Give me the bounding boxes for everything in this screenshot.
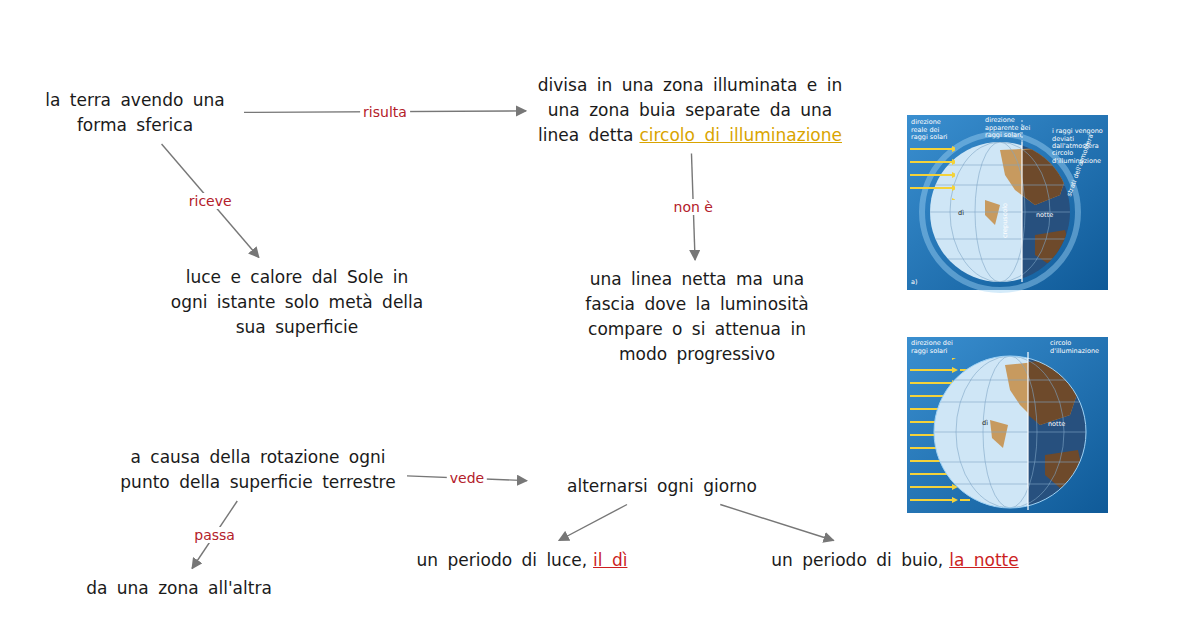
highlight-term: circolo di illuminazione xyxy=(639,125,842,145)
concept-node: da una zona all'altra xyxy=(59,574,299,603)
highlight-term: la notte xyxy=(949,550,1019,570)
concept-node: un periodo di luce,il dì xyxy=(372,546,672,575)
concept-node: divisa in una zona illuminata e in una z… xyxy=(531,71,849,150)
node-text: alternarsi ogni giorno xyxy=(567,476,757,496)
edge-label: risulta xyxy=(360,104,410,120)
edge-label: riceve xyxy=(186,193,235,209)
connector-arrow xyxy=(162,144,259,258)
figure-label: circolo d'illuminazione xyxy=(1050,340,1104,355)
node-text: un periodo di luce, xyxy=(417,550,588,570)
concept-node: una linea netta ma una fascia dove la lu… xyxy=(567,265,827,369)
edge-label: passa xyxy=(191,527,238,543)
figure-label: notte xyxy=(1048,421,1074,429)
figure-label: direzione dei raggi solari xyxy=(911,340,963,355)
globe-day-night-b xyxy=(907,337,1108,513)
concept-node: un periodo di buio, la notte xyxy=(735,546,1055,575)
connector-arrow xyxy=(720,505,833,541)
figure-label: dì xyxy=(982,420,996,428)
node-text: la terra avendo una forma sferica xyxy=(45,90,224,135)
figure-label: direzione apparente dei raggi solari xyxy=(985,117,1033,140)
connector-arrow xyxy=(559,505,627,541)
figure-label: crepuscolo xyxy=(1002,202,1010,238)
node-text: un periodo di buio, xyxy=(771,550,943,570)
concept-node: la terra avendo una forma sferica xyxy=(30,86,240,140)
connector-arrow xyxy=(192,501,237,569)
figure-label: a) xyxy=(911,279,923,287)
node-text: a causa della rotazione ogni punto della… xyxy=(120,447,395,492)
node-text: da una zona all'altra xyxy=(86,578,272,598)
edge-label: non è xyxy=(671,199,716,215)
node-text: luce e calore dal Sole in ogni istante s… xyxy=(171,267,423,337)
globe-day-night-a xyxy=(907,115,1108,290)
figure-label: dì xyxy=(958,210,972,218)
node-text: una linea netta ma una fascia dove la lu… xyxy=(585,269,808,364)
figure-label: direzione reale dei raggi solari xyxy=(911,119,957,142)
highlight-term: il dì xyxy=(593,550,627,570)
figure-label: notte xyxy=(1036,212,1062,220)
figure-label: i raggi vengono deviati dall'atmosfera xyxy=(1052,128,1104,151)
concept-node: luce e calore dal Sole in ogni istante s… xyxy=(162,263,432,342)
concept-node: a causa della rotazione ogni punto della… xyxy=(113,443,403,497)
concept-node: alternarsi ogni giorno xyxy=(532,472,792,501)
edge-label: vede xyxy=(447,470,487,486)
